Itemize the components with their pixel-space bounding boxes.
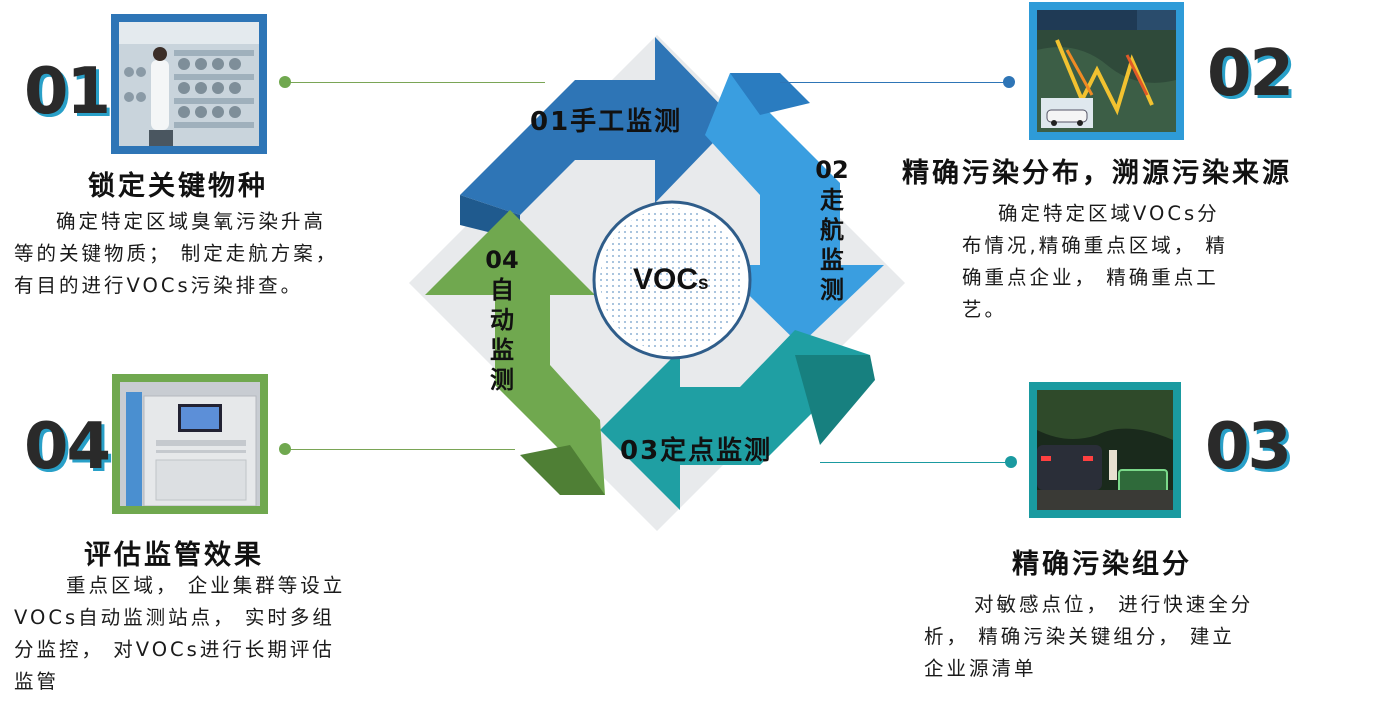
arrow-fixed-monitoring — [600, 330, 875, 510]
item-01-connector-dot — [279, 76, 291, 88]
item-01-title: 锁定关键物种 — [88, 171, 268, 202]
item-02-number: 02 — [1207, 37, 1294, 111]
arrow-label-manual: 01手工监测 — [530, 107, 683, 137]
item-02-connector-line — [780, 82, 1010, 83]
center-voc-label: VOCs — [633, 263, 709, 296]
item-04-title: 评估监管效果 — [84, 540, 264, 571]
item-01-connector-line — [285, 82, 545, 83]
arrow-label-navigation: 02走航监测 — [815, 156, 849, 304]
item-04-photo-frame — [112, 374, 268, 514]
item-04-connector-dot — [279, 443, 291, 455]
item-04-description: 重点区域， 企业集群等设立 VOCs自动监测站点， 实时多组 分监控， 对VOC… — [14, 574, 346, 693]
item-01-photo-frame — [111, 14, 267, 154]
arrow-label-automatic: 04自动监测 — [485, 246, 519, 394]
item-03-number: 03 — [1205, 410, 1292, 484]
item-02-photo-frame — [1029, 2, 1184, 140]
lab-technician-photo — [119, 22, 259, 146]
cycle-graphic — [409, 35, 905, 531]
item-03-description: 对敏感点位， 进行快速全分 析， 精确污染关键组分， 建立 企业源清单 — [924, 593, 1254, 680]
item-02-description: 确定特定区域VOCs分 布情况,精确重点区域， 精 确重点企业， 精确重点工 艺… — [962, 202, 1228, 321]
arrow-automatic-monitoring — [425, 210, 605, 495]
item-01-description: 确定特定区域臭氧污染升高 等的关键物质； 制定走航方案， 有目的进行VOCs污染… — [14, 210, 339, 297]
monitoring-station-photo — [120, 382, 260, 506]
arrow-label-fixed: 03定点监测 — [620, 436, 773, 466]
item-04-number: 04 — [24, 410, 111, 484]
item-02-title: 精确污染分布，溯源污染来源 — [902, 158, 1292, 189]
item-01-number: 01 — [24, 55, 111, 129]
center-circle-dots — [600, 208, 744, 352]
navigation-map-photo — [1037, 10, 1176, 132]
item-03-connector-line — [820, 462, 1010, 463]
item-03-title: 精确污染组分 — [1012, 549, 1192, 580]
item-04-connector-line — [285, 449, 515, 450]
night-monitoring-photo — [1037, 390, 1173, 510]
voc-cycle-diagram: VOCs 01手工监测 02走航监测 03定点监测 04自动监测 — [400, 25, 915, 545]
item-02-connector-dot — [1003, 76, 1015, 88]
item-03-connector-dot — [1005, 456, 1017, 468]
item-03-photo-frame — [1029, 382, 1181, 518]
